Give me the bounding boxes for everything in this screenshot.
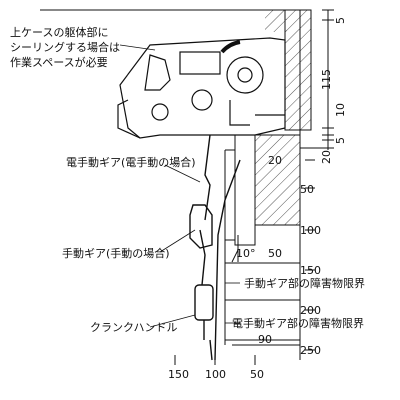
gear-housing	[225, 134, 256, 246]
bottom-dim-150: 150	[168, 368, 189, 381]
bottom-dim-50: 50	[250, 368, 264, 381]
inner-dim-50: 50	[268, 247, 282, 260]
electric-gear-label: 電手動ギア(電手動の場合)	[66, 155, 196, 169]
angle-label: 10°	[236, 247, 256, 260]
note-upper-case-line1: 上ケースの躯体部に	[10, 25, 108, 39]
right-dimension-labels: 5 115 10 5 20 50 100 150 200 250	[300, 17, 347, 357]
bottom-dim-100: 100	[205, 368, 226, 381]
dim-200-right: 200	[300, 304, 321, 317]
right-dimension-scale	[300, 9, 334, 351]
dim-20-right: 20	[320, 150, 333, 164]
crank-handle-label: クランクハンドル	[90, 321, 177, 334]
crank-rod-assembly	[189, 134, 241, 361]
dim-5-lower: 5	[334, 137, 347, 144]
manual-gear-label: 手動ギア(手動の場合)	[62, 246, 170, 260]
dim-150-right: 150	[300, 264, 321, 277]
dim-10: 10	[334, 103, 347, 117]
bottom-dimension-scale	[174, 355, 256, 365]
angle-marker	[231, 235, 239, 263]
leader-lines	[119, 44, 240, 328]
dim-250-right: 250	[300, 344, 321, 357]
inner-dim-90: 90	[258, 333, 272, 346]
note-upper-case-line2: シーリングする場合は	[10, 40, 120, 54]
dim-100-right: 100	[300, 224, 321, 237]
upper-case-housing	[117, 37, 286, 139]
dim-5-top: 5	[334, 17, 347, 24]
inner-dim-20: 20	[268, 154, 282, 167]
note-upper-case-line3: 作業スペースが必要	[10, 55, 108, 69]
dim-50-right: 50	[300, 183, 314, 196]
dim-115: 115	[320, 69, 333, 90]
obstacle-limit-lines	[224, 150, 301, 360]
manual-gear-limit-label: 手動ギア部の障害物限界	[244, 276, 365, 290]
electric-gear-limit-label: 電手動ギア部の障害物限界	[232, 316, 364, 330]
